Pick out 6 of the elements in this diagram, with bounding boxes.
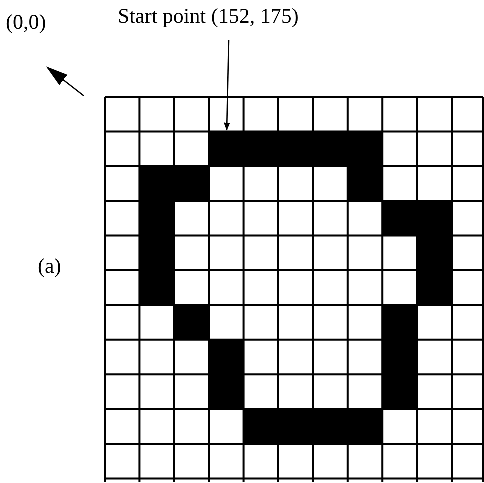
arrow [46, 66, 84, 97]
origin-label: (0,0) [6, 10, 46, 35]
start-point-label: Start point (152, 175) [118, 4, 299, 29]
leader-line [224, 40, 230, 131]
start-pixel [209, 132, 244, 166]
panel-label: (a) [38, 254, 62, 279]
